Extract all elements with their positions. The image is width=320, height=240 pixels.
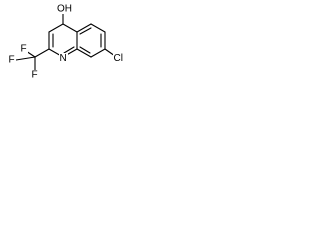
atom-fluorine-top: F: [20, 44, 28, 55]
atom-fluorine-bottom: F: [31, 70, 39, 81]
bond-c4a-c4: [62, 23, 78, 33]
bond-c4a-c5-inner: [79, 27, 92, 35]
atom-chlorine: Cl: [113, 53, 127, 64]
atom-nitrogen: N: [59, 53, 68, 64]
bond-c4a-c5: [76, 23, 92, 33]
bond-c7-c8: [90, 48, 106, 58]
structure-svg: OH N Cl F F F: [8, 4, 127, 81]
fluorine-left-label: F: [9, 55, 15, 66]
fluorine-bottom-label: F: [32, 70, 38, 81]
bond-c5-c6: [90, 23, 106, 33]
nitrogen-label: N: [60, 53, 67, 64]
chlorine-label: Cl: [114, 53, 123, 64]
fluorine-top-label: F: [21, 44, 27, 55]
atom-fluorine-left: F: [8, 55, 16, 66]
bond-c8-c8a-inner: [79, 46, 91, 54]
bond-n1-c8a-inner: [63, 46, 75, 54]
atom-hydroxyl: OH: [56, 4, 73, 15]
bond-c2-cf3: [34, 48, 50, 58]
bond-cf3-f-left: [15, 56, 36, 61]
chemical-structure: OH N Cl F F F: [0, 0, 134, 90]
bond-c4-c3: [48, 23, 64, 33]
bond-c8-c8a: [76, 48, 92, 58]
hydroxyl-label: OH: [57, 4, 72, 15]
